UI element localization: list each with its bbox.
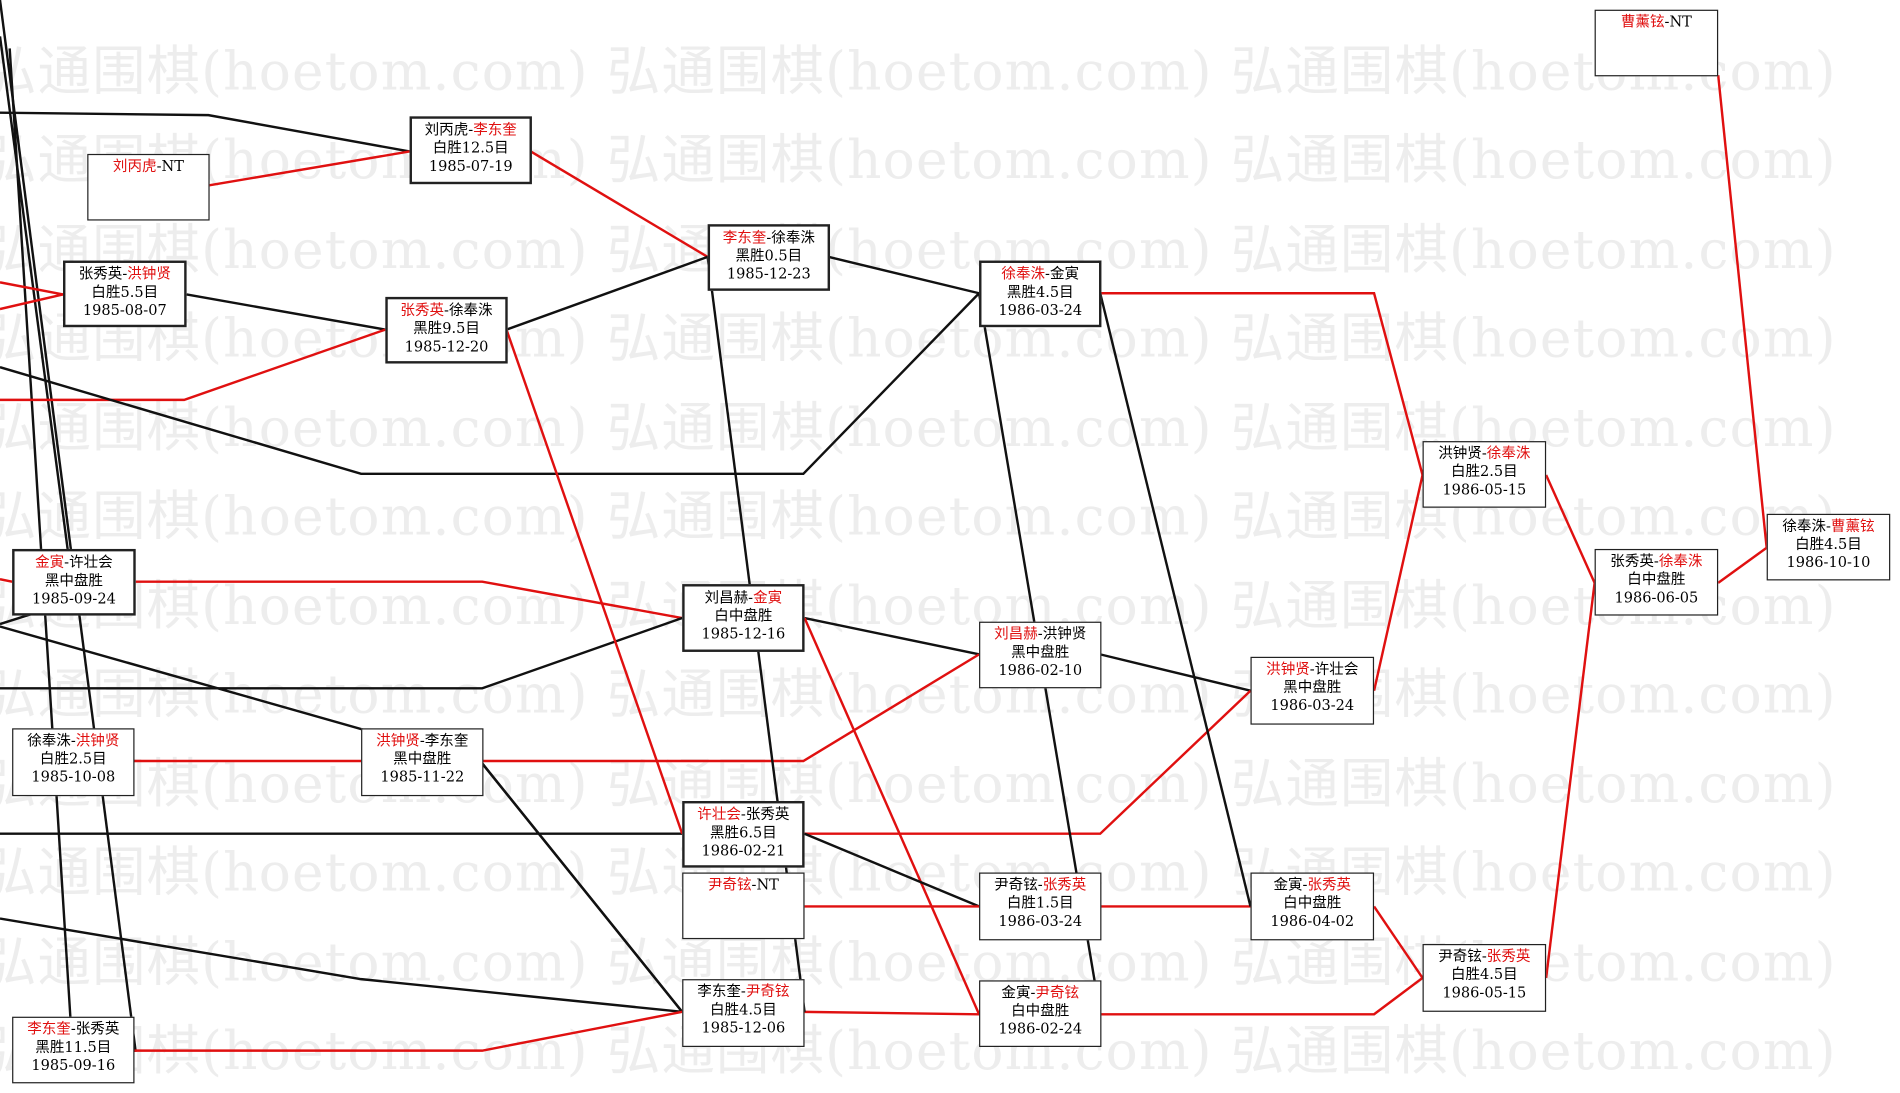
connector-line <box>482 653 980 763</box>
connector-line <box>133 1010 683 1052</box>
connector-line <box>135 580 683 620</box>
connector-line <box>0 292 980 476</box>
connector-line <box>481 762 684 1013</box>
connector-line <box>505 329 684 835</box>
connector-line <box>804 832 980 908</box>
connector-line <box>1373 905 1424 979</box>
connector-line <box>506 255 709 331</box>
connector-line <box>1717 546 1768 584</box>
connector-line <box>0 616 683 690</box>
match-node[interactable]: 刘丙虎-NT <box>87 153 210 221</box>
connector-line <box>1372 474 1424 691</box>
connector-line <box>208 150 410 187</box>
connector-line <box>1545 474 1596 584</box>
connector-line <box>828 255 980 295</box>
connector-line <box>0 578 13 583</box>
connector-line <box>530 150 709 258</box>
match-node[interactable]: 曹薰铉-NT <box>1594 9 1719 77</box>
connector-line <box>0 917 683 1014</box>
connector-line <box>0 328 386 402</box>
watermark-row: 弘通围棋(hoetom.com) 弘通围棋(hoetom.com) 弘通围棋(h… <box>0 397 1837 460</box>
connector-line <box>0 36 77 607</box>
connector-line <box>0 281 64 296</box>
connector-line <box>1100 976 1424 1016</box>
connector-line <box>0 625 684 1013</box>
connector-line <box>1716 75 1768 548</box>
connector-line <box>804 689 1252 835</box>
connector-line <box>804 1010 980 1016</box>
connector-line <box>0 111 410 153</box>
connector-line <box>1099 653 1251 692</box>
connector-line <box>1099 292 1252 907</box>
watermark-row: 弘通围棋(hoetom.com) 弘通围棋(hoetom.com) 弘通围棋(h… <box>0 41 1837 104</box>
watermark-row: 弘通围棋(hoetom.com) 弘通围棋(hoetom.com) 弘通围棋(h… <box>0 664 1837 726</box>
connector-line <box>804 616 980 656</box>
connector-line <box>0 293 64 311</box>
connector-line <box>1544 582 1596 979</box>
connector-line <box>803 617 981 1015</box>
connector-line <box>0 0 137 1052</box>
connector-line <box>1100 292 1424 476</box>
match-node[interactable]: 尹奇铉-NT <box>682 872 805 940</box>
connector-line <box>186 293 386 331</box>
